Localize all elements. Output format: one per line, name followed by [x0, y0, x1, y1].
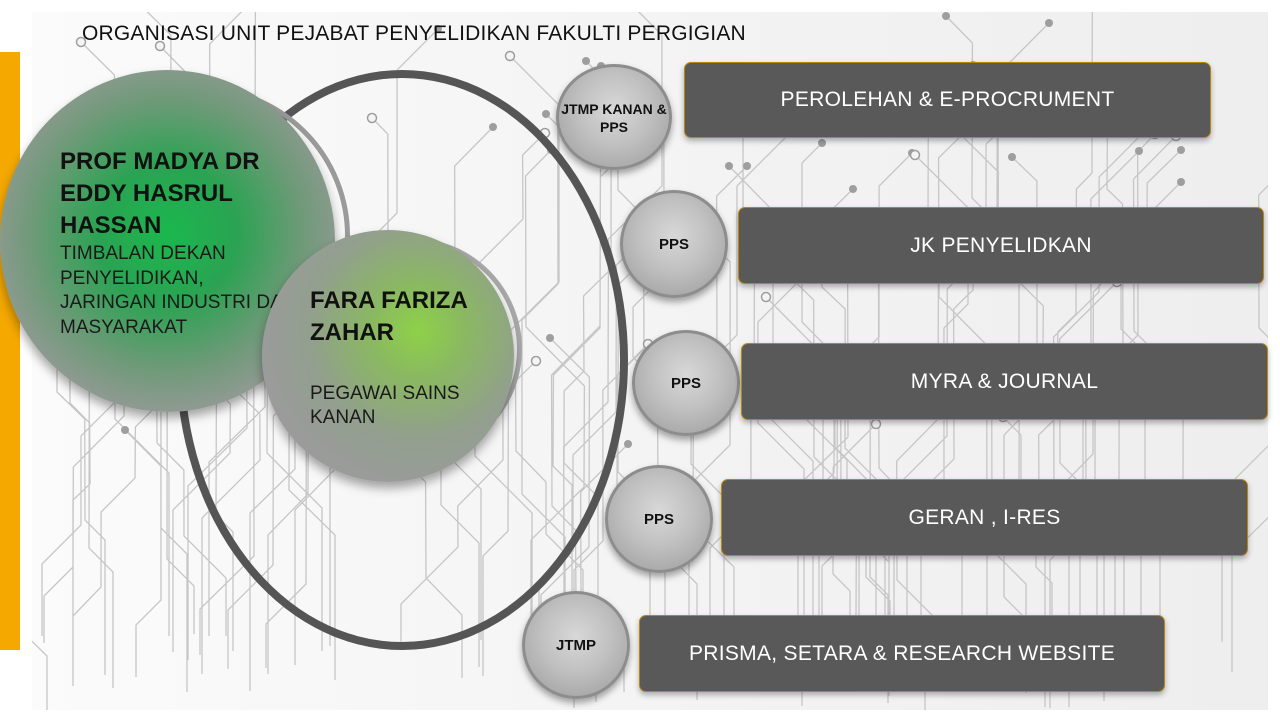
unit-box-jk-penyelidikan: JK PENYELIDKAN [738, 207, 1264, 284]
staff-circle [262, 230, 514, 482]
unit-box-myra: MYRA & JOURNAL [741, 343, 1268, 420]
unit-badge-prisma: JTMP [522, 591, 630, 699]
unit-box-perolehan: PEROLEHAN & E-PROCRUMENT [684, 62, 1211, 138]
unit-box-geran: GERAN , I-RES [721, 479, 1248, 556]
unit-badge-perolehan: JTMP KANAN & PPS [556, 64, 672, 170]
unit-badge-geran: PPS [605, 465, 713, 573]
staff-role: PEGAWAI SAINS KANAN [310, 383, 460, 428]
unit-box-prisma: PRISMA, SETARA & RESEARCH WEBSITE [639, 615, 1165, 692]
head-name: PROF MADYA DR EDDY HASRUL HASSAN [60, 148, 260, 239]
unit-badge-myra: PPS [632, 330, 740, 436]
accent-bar [0, 52, 20, 650]
head-role: TIMBALAN DEKAN PENYELIDIKAN, JARINGAN IN… [60, 243, 297, 338]
unit-badge-jk-penyelidikan: PPS [620, 190, 728, 298]
staff-name: FARA FARIZA ZAHAR [310, 287, 467, 346]
page-title: ORGANISASI UNIT PEJABAT PENYELIDIKAN FAK… [82, 22, 746, 45]
